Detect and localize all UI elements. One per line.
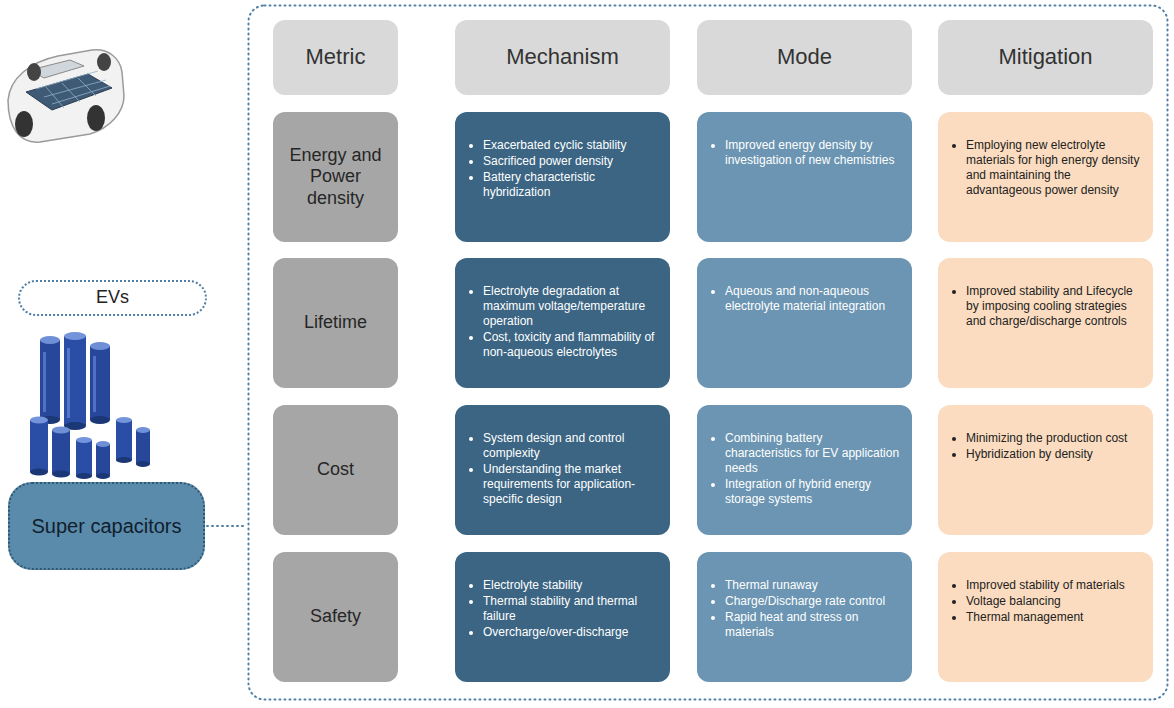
capacitor-cell [30, 417, 48, 476]
car-wheel [15, 111, 33, 137]
mode-box: Combining battery characteristics for EV… [697, 405, 912, 535]
capacitor-cell [96, 441, 110, 479]
capacitor-cell [52, 427, 70, 478]
bullet-item: Overcharge/over-discharge [483, 625, 658, 640]
node-label: EVs [96, 287, 129, 309]
bullet-item: Charge/Discharge rate control [725, 594, 900, 609]
bullet-list: Thermal runawayCharge/Discharge rate con… [711, 578, 900, 640]
mitigation-box: Improved stability of materialsVoltage b… [938, 552, 1153, 682]
node-label: Mode [777, 44, 832, 70]
battery-cells [36, 71, 110, 108]
bullet-item: Thermal management [966, 610, 1141, 625]
category-pill: EVs [18, 280, 207, 316]
capacitor-cell [116, 417, 132, 463]
metric-box: Cost [273, 405, 398, 535]
bullet-item: Exacerbated cyclic stability [483, 138, 658, 153]
bullet-item: Thermal stability and thermal failure [483, 594, 658, 624]
mode-box: Aqueous and non-aqueous electrolyte mate… [697, 258, 912, 388]
bullet-item: Rapid heat and stress on materials [725, 610, 900, 640]
bullet-list: Electrolyte degradation at maximum volta… [469, 284, 658, 360]
bullet-item: Electrolyte stability [483, 578, 658, 593]
car-wheel [27, 63, 41, 81]
bullet-item: Integration of hybrid energy storage sys… [725, 477, 900, 507]
capacitor-cell [136, 427, 150, 467]
node-label: Metric [306, 44, 366, 70]
bullet-item: System design and control complexity [483, 431, 658, 461]
bullet-list: Improved energy density by investigation… [711, 138, 900, 168]
supercapacitor-illustration [30, 332, 150, 479]
bullet-item: Understanding the market requirements fo… [483, 462, 658, 507]
dotted-leader [207, 525, 247, 527]
mitigation-box: Employing new electrolyte materials for … [938, 112, 1153, 242]
category-box: Super capacitors [8, 482, 205, 570]
node-label: Mechanism [506, 44, 618, 70]
bullet-list: Aqueous and non-aqueous electrolyte mate… [711, 284, 900, 314]
bullet-list: Improved stability of materialsVoltage b… [952, 578, 1141, 625]
column-header: Mitigation [938, 20, 1153, 95]
ev-illustration [8, 50, 124, 142]
bullet-list: Minimizing the production costHybridizat… [952, 431, 1141, 462]
node-label: Energy and Power density [281, 145, 390, 210]
mechanism-box: Electrolyte degradation at maximum volta… [455, 258, 670, 388]
bullet-list: Combining battery characteristics for EV… [711, 431, 900, 507]
bullet-item: Voltage balancing [966, 594, 1141, 609]
node-label: Safety [310, 606, 361, 628]
mechanism-box: Electrolyte stabilityThermal stability a… [455, 552, 670, 682]
mitigation-box: Improved stability and Lifecycle by impo… [938, 258, 1153, 388]
bullet-list: Exacerbated cyclic stabilitySacrificed p… [469, 138, 658, 200]
capacitor-cell [76, 437, 92, 479]
column-header: Metric [273, 20, 398, 95]
bullet-list: Employing new electrolyte materials for … [952, 138, 1141, 198]
bullet-item: Improved stability and Lifecycle by impo… [966, 284, 1141, 329]
car-wheel [87, 105, 105, 131]
car-wheel [97, 53, 111, 71]
bullet-item: Hybridization by density [966, 447, 1141, 462]
bullet-item: Battery characteristic hybridization [483, 170, 658, 200]
node-label: Super capacitors [31, 514, 181, 538]
bullet-item: Improved energy density by investigation… [725, 138, 900, 168]
capacitor-cell [40, 336, 60, 424]
mode-box: Thermal runawayCharge/Discharge rate con… [697, 552, 912, 682]
bullet-list: Electrolyte stabilityThermal stability a… [469, 578, 658, 640]
metric-box: Energy and Power density [273, 112, 398, 242]
bullet-item: Improved stability of materials [966, 578, 1141, 593]
bullet-item: Aqueous and non-aqueous electrolyte mate… [725, 284, 900, 314]
bullet-item: Minimizing the production cost [966, 431, 1141, 446]
car-body [8, 50, 124, 142]
column-header: Mode [697, 20, 912, 95]
metric-box: Safety [273, 552, 398, 682]
bullet-item: Sacrificed power density [483, 154, 658, 169]
capacitor-cell [64, 332, 86, 430]
metric-box: Lifetime [273, 258, 398, 388]
bullet-item: Electrolyte degradation at maximum volta… [483, 284, 658, 329]
mode-box: Improved energy density by investigation… [697, 112, 912, 242]
bullet-list: Improved stability and Lifecycle by impo… [952, 284, 1141, 329]
column-header: Mechanism [455, 20, 670, 95]
bullet-list: System design and control complexityUnde… [469, 431, 658, 507]
mechanism-box: System design and control complexityUnde… [455, 405, 670, 535]
node-label: Mitigation [998, 44, 1092, 70]
node-label: Lifetime [304, 312, 367, 334]
mitigation-box: Minimizing the production costHybridizat… [938, 405, 1153, 535]
bullet-item: Employing new electrolyte materials for … [966, 138, 1141, 198]
table-frame [249, 6, 1168, 700]
bullet-item: Thermal runaway [725, 578, 900, 593]
capacitor-cell [90, 342, 110, 424]
bullet-item: Cost, toxicity and flammability of non-a… [483, 330, 658, 360]
mechanism-box: Exacerbated cyclic stabilitySacrificed p… [455, 112, 670, 242]
node-label: Cost [317, 459, 354, 481]
bullet-item: Combining battery characteristics for EV… [725, 431, 900, 476]
